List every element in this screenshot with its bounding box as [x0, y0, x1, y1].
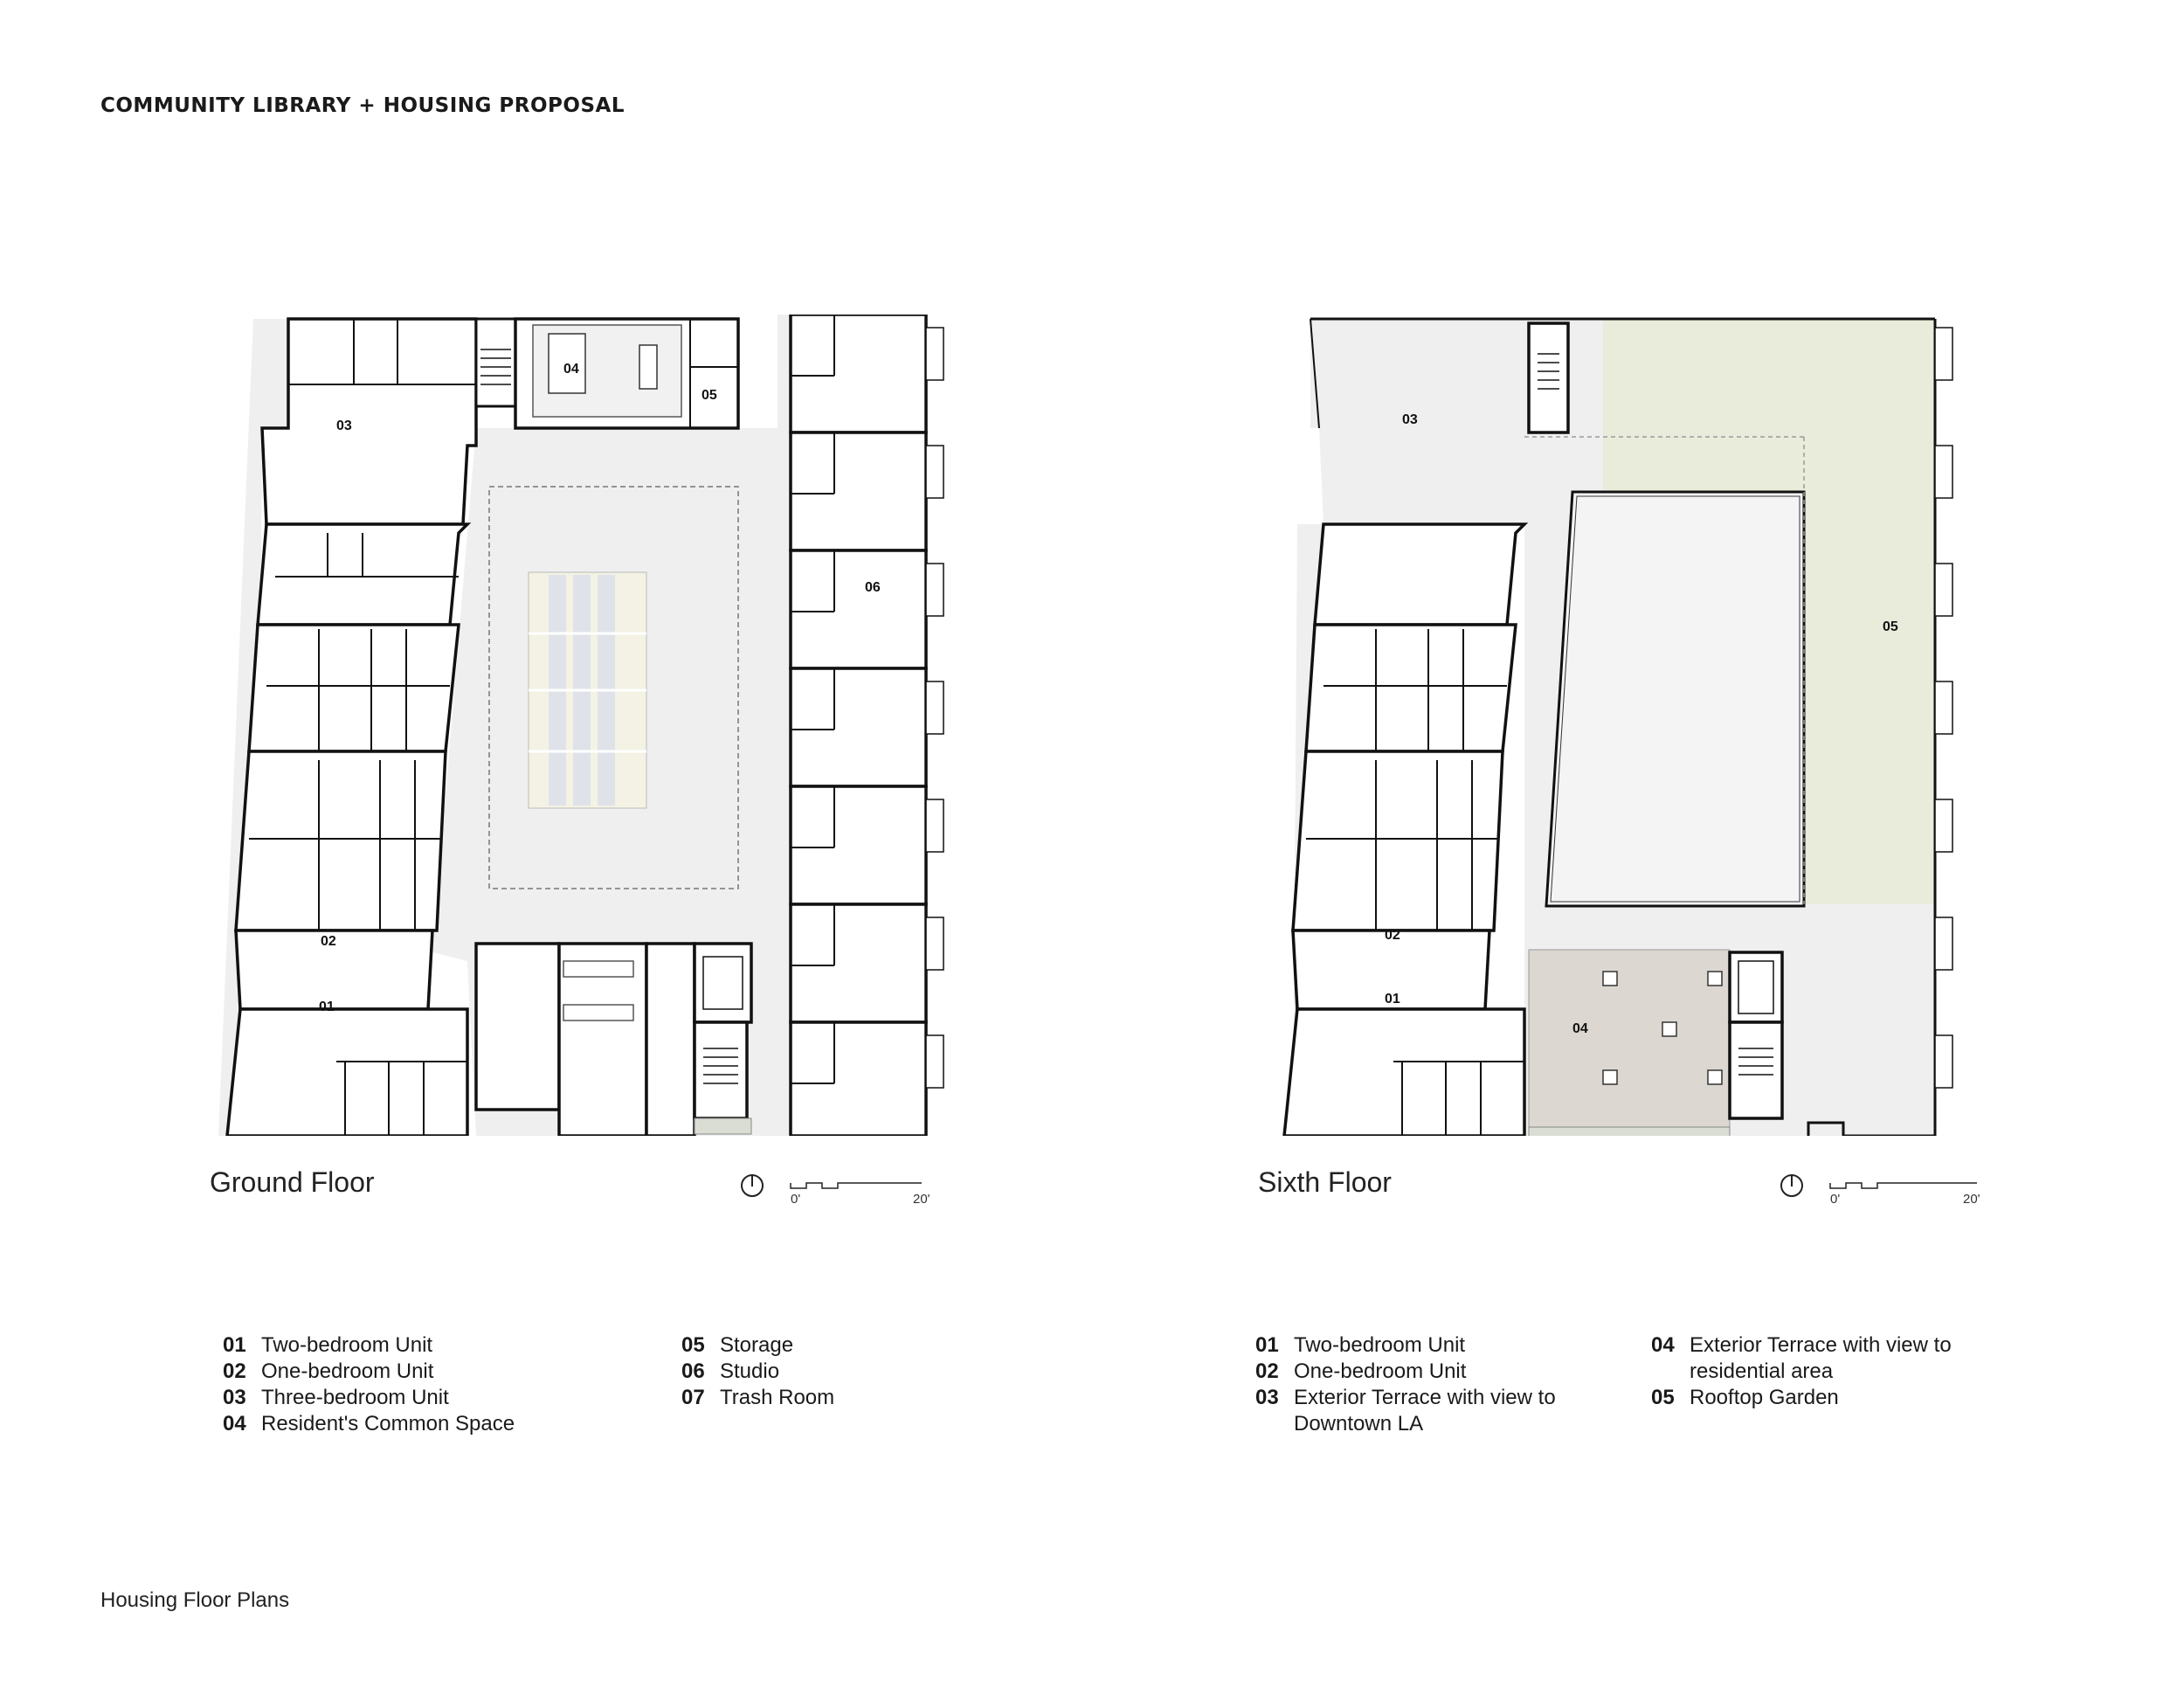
sixth-core-treads	[1738, 960, 1774, 1076]
legend-text: Trash Room	[720, 1386, 835, 1409]
legend-text: Resident's Common Space	[261, 1412, 515, 1435]
sixth-label-05: 05	[1883, 619, 1898, 634]
sixth-legend-col1: 01 Two-bedroom Unit 02 One-bedroom Unit 03…	[1255, 1332, 1622, 1437]
sixth-label-04: 04	[1572, 1021, 1588, 1036]
legend-num: 05	[681, 1333, 705, 1357]
legend-item: 07 Trash Room	[681, 1385, 961, 1411]
footer-caption: Housing Floor Plans	[100, 1588, 290, 1612]
sixth-scale-end: 20'	[1963, 1192, 1980, 1207]
ground-corridor	[778, 315, 791, 1136]
sixth-legend-col2: 04 Exterior Terrace with view to resident…	[1651, 1332, 2018, 1411]
legend-text: Two-bedroom Unit	[1294, 1333, 1466, 1357]
legend-item: 04 Exterior Terrace with view to resident…	[1651, 1332, 2018, 1385]
ground-scale: 0' 20'	[738, 1171, 939, 1210]
sixth-west-units	[1282, 522, 1529, 1136]
sixth-roof-edge	[1807, 319, 1937, 1136]
sixth-scale: 0' 20'	[1778, 1171, 1987, 1210]
legend-text: Three-bedroom Unit	[261, 1386, 449, 1409]
legend-text: Exterior Terrace with view to Downtown L…	[1294, 1386, 1556, 1435]
ground-trash-stair	[702, 956, 743, 1084]
sixth-label-02: 02	[1385, 928, 1400, 943]
legend-num: 06	[681, 1359, 705, 1383]
sixth-stair-treads	[1538, 353, 1559, 390]
ground-label-04: 04	[563, 362, 579, 377]
legend-num: 03	[1255, 1386, 1279, 1409]
sixth-roof-panel	[1545, 490, 1806, 908]
legend-item: 01 Two-bedroom Unit	[1255, 1332, 1622, 1359]
legend-num: 05	[1651, 1386, 1675, 1409]
legend-item: 05 Storage	[681, 1332, 961, 1359]
ground-studio-partitions	[791, 315, 835, 1084]
legend-num: 04	[223, 1412, 246, 1435]
legend-num: 03	[223, 1386, 246, 1409]
legend-num: 02	[223, 1359, 246, 1383]
legend-text: Storage	[720, 1333, 794, 1357]
ground-label-05: 05	[702, 388, 717, 403]
legend-text: Two-bedroom Unit	[261, 1333, 433, 1357]
legend-num: 01	[1255, 1333, 1279, 1357]
ground-trash-room	[694, 1117, 752, 1135]
sixth-label-03: 03	[1402, 412, 1418, 427]
ground-label-06: 06	[865, 580, 881, 595]
ground-west-partitions	[249, 319, 476, 1136]
legend-text: One-bedroom Unit	[1294, 1359, 1467, 1383]
sixth-terrace-tables	[1602, 971, 1723, 1085]
sixth-scale-drawing	[1780, 1174, 1977, 1197]
ground-common-sofa	[639, 344, 658, 390]
sixth-west-partitions	[1306, 629, 1524, 1136]
legend-num: 04	[1651, 1333, 1675, 1357]
sixth-stair	[1527, 322, 1570, 434]
legend-item: 03 Exterior Terrace with view to Downtown…	[1255, 1385, 1622, 1437]
ground-scale-end: 20'	[913, 1192, 930, 1207]
sixth-terrace-04	[1528, 949, 1731, 1136]
sixth-scale-start: 0'	[1830, 1192, 1841, 1207]
ground-balconies	[925, 327, 944, 1089]
ground-scale-drawing	[741, 1174, 922, 1197]
sixth-floor-title: Sixth Floor	[1258, 1166, 1392, 1198]
legend-num: 01	[223, 1333, 246, 1357]
ground-scale-start: 0'	[791, 1192, 801, 1207]
ground-label-03: 03	[336, 419, 352, 433]
ground-east-studios	[789, 315, 928, 1136]
sixth-floor-drawing: 03 05 02 01 04	[1282, 317, 1953, 1136]
page-header: COMMUNITY LIBRARY + HOUSING PROPOSAL	[100, 94, 625, 117]
ground-label-01: 01	[319, 1000, 335, 1014]
legend-item: 05 Rooftop Garden	[1651, 1385, 2018, 1411]
legend-text: Studio	[720, 1359, 780, 1383]
legend-item: 06 Studio	[681, 1359, 961, 1385]
legend-item: 02 One-bedroom Unit	[1255, 1359, 1622, 1385]
ground-common-table	[548, 333, 586, 394]
ground-floor-title: Ground Floor	[210, 1166, 375, 1198]
sixth-balconies	[1934, 327, 1953, 1089]
ground-floor-drawing: 04 05 03 06 02 01	[218, 315, 944, 1136]
legend-item: 04 Resident's Common Space	[223, 1411, 625, 1437]
ground-legend-col2: 05 Storage 06 Studio 07 Trash Room	[681, 1332, 961, 1411]
legend-item: 03 Three-bedroom Unit	[223, 1385, 625, 1411]
ground-stair	[474, 317, 517, 408]
sixth-label-01: 01	[1385, 992, 1400, 1007]
legend-num: 02	[1255, 1359, 1279, 1383]
ground-floor-plan: 04 05 03 06 02 01	[214, 315, 957, 1136]
legend-text: Exterior Terrace with view to residentia…	[1690, 1333, 1952, 1383]
ground-courtyard-boundary	[488, 486, 739, 889]
ground-label-02: 02	[321, 934, 336, 949]
legend-text: Rooftop Garden	[1690, 1386, 1839, 1409]
legend-text: One-bedroom Unit	[261, 1359, 434, 1383]
legend-item: 02 One-bedroom Unit	[223, 1359, 625, 1385]
legend-item: 01 Two-bedroom Unit	[223, 1332, 625, 1359]
sixth-floor-plan: 03 05 02 01 04	[1271, 315, 2014, 1136]
ground-west-units	[225, 317, 478, 1136]
ground-legend-col1: 01 Two-bedroom Unit 02 One-bedroom Unit 03…	[223, 1332, 625, 1437]
legend-num: 07	[681, 1386, 705, 1409]
ground-skylight	[528, 571, 647, 809]
